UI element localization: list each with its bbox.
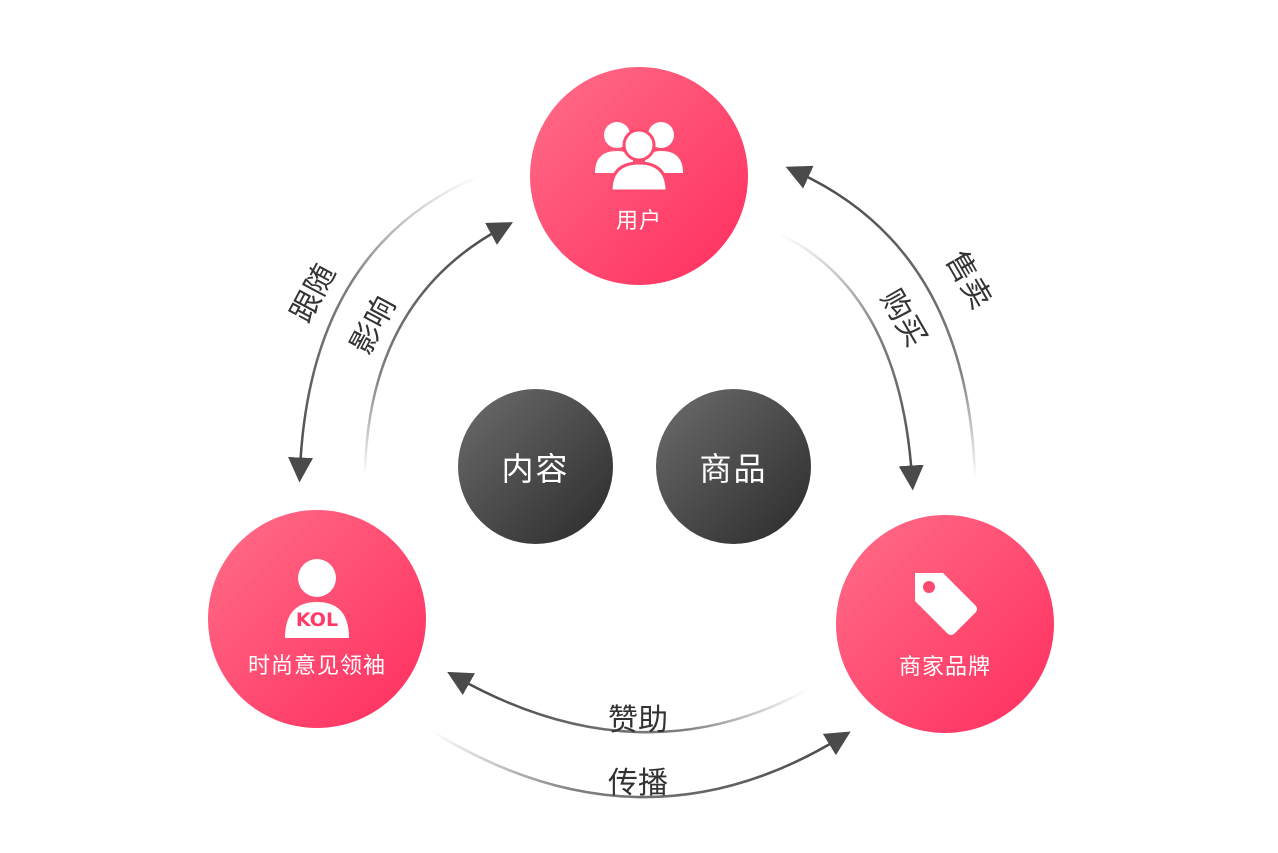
arrow-buy [775, 230, 924, 491]
users-icon [595, 122, 683, 193]
arrow-spread [429, 728, 851, 799]
arrow-sponsor [447, 671, 808, 734]
edge-label-sell: 售卖 [938, 246, 998, 315]
edge-label-influence: 影响 [344, 291, 403, 360]
center-goods: 商品 [656, 389, 811, 544]
kol-badge: KOL [296, 609, 338, 631]
node-kol: KOL 时尚意见领袖 [208, 510, 426, 728]
price-tag-icon [915, 573, 977, 635]
person-kol-icon: KOL [285, 559, 349, 638]
center-content-label: 内容 [501, 449, 570, 488]
arrow-follow [288, 173, 483, 483]
arrow-influence [363, 222, 514, 476]
node-user-label: 用户 [615, 209, 662, 234]
node-kol-label: 时尚意见领袖 [247, 654, 386, 679]
center-goods-label: 商品 [699, 449, 768, 488]
node-brand-label: 商家品牌 [898, 655, 991, 680]
node-brand: 商家品牌 [836, 515, 1054, 733]
edge-label-follow: 跟随 [284, 259, 343, 328]
node-user: 用户 [530, 67, 748, 285]
edge-label-sponsor: 赞助 [608, 703, 668, 738]
edge-label-spread: 传播 [608, 766, 668, 801]
arrow-sell [785, 165, 977, 479]
center-content: 内容 [458, 389, 613, 544]
